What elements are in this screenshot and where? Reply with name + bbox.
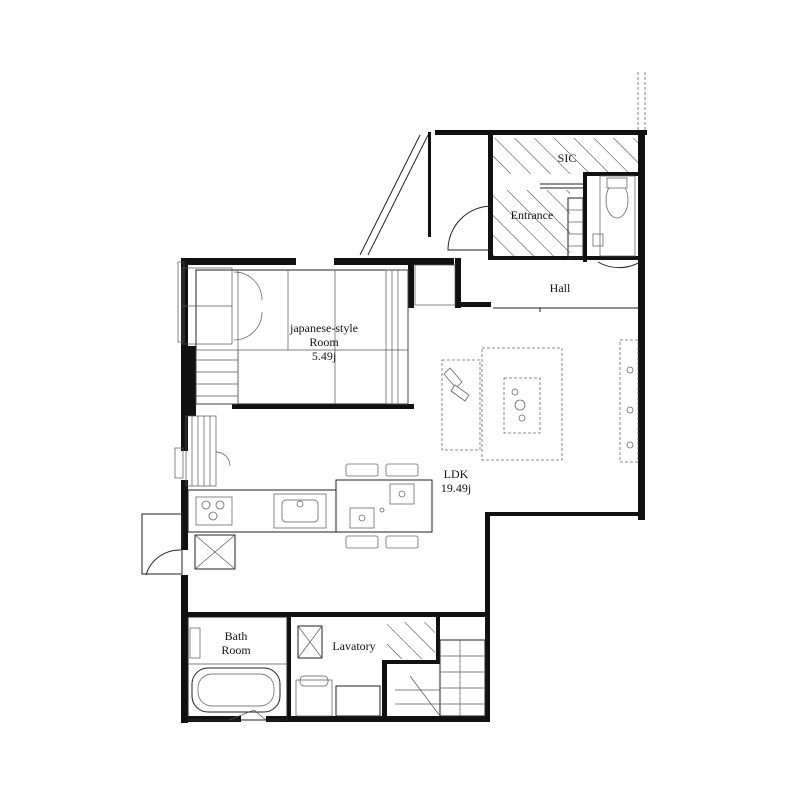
room-label-sic: SIC xyxy=(558,151,577,165)
dining-chairs xyxy=(345,463,419,549)
lavatory-fixtures xyxy=(295,625,381,717)
left-cabinets xyxy=(141,261,236,575)
room-label-japanese-line2: Room xyxy=(309,335,339,349)
room-label-japanese-area: 5.49j xyxy=(312,349,336,363)
doors xyxy=(145,205,641,721)
tatami-room xyxy=(195,264,456,405)
room-labels: SIC Entrance Hall japanese-style Room 5.… xyxy=(221,151,576,657)
bath-fixtures xyxy=(187,616,288,721)
entrance-steps xyxy=(359,134,584,259)
room-label-entrance: Entrance xyxy=(511,208,554,222)
room-label-lavatory: Lavatory xyxy=(332,639,375,653)
stairs xyxy=(395,639,486,717)
room-label-hall: Hall xyxy=(550,281,571,295)
ldk-furniture xyxy=(441,339,639,463)
room-label-ldk-area: 19.49j xyxy=(441,481,471,495)
room-label-ldk: LDK xyxy=(444,467,469,481)
hatched-floors xyxy=(387,138,638,659)
room-label-japanese-line1: japanese-style xyxy=(289,321,358,335)
walls xyxy=(181,130,647,723)
hall-lines xyxy=(493,175,638,312)
room-label-bath-line2: Room xyxy=(221,643,251,657)
kitchen-counter xyxy=(187,479,433,533)
room-label-bath-line1: Bath xyxy=(225,629,248,643)
exterior-dashed-line xyxy=(637,72,646,130)
